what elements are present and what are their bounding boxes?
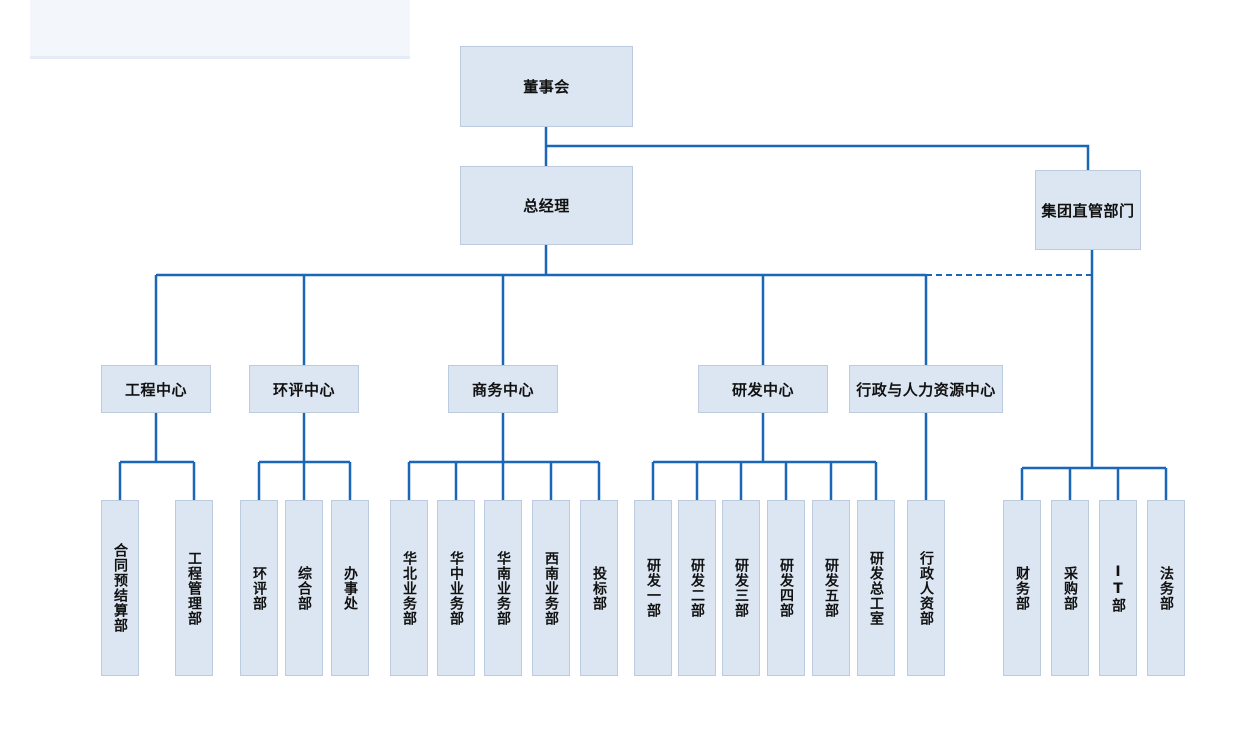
node-north-china-dept-label: 华北业务部 <box>401 550 417 626</box>
connector-eng <box>118 413 196 500</box>
node-biz-center: 商务中心 <box>448 365 558 413</box>
node-eia-center-label: 环评中心 <box>272 380 335 399</box>
node-office-label: 办事处 <box>342 565 358 611</box>
node-central-china-dept: 华中业务部 <box>437 500 475 676</box>
node-finance-dept: 财务部 <box>1003 500 1041 676</box>
node-admin-hr-dept: 行政人资部 <box>907 500 945 676</box>
node-general-dept-label: 综合部 <box>296 565 312 611</box>
node-admin-hr-center: 行政与人力资源中心 <box>849 365 1003 413</box>
node-southwest-dept: 西南业务部 <box>532 500 570 676</box>
node-general-manager: 总经理 <box>460 166 633 245</box>
connector-group-depts <box>1020 468 1168 500</box>
connector-board-group <box>546 144 1090 170</box>
connector-eia <box>257 413 352 500</box>
connector-to-centers <box>154 275 928 365</box>
node-rd3-dept-label: 研发三部 <box>733 558 749 618</box>
node-legal-dept-label: 法务部 <box>1158 565 1174 611</box>
node-contract-budget-dept-label: 合同预结算部 <box>112 543 128 633</box>
node-south-china-dept-label: 华南业务部 <box>495 550 511 626</box>
node-legal-dept: 法务部 <box>1147 500 1185 676</box>
node-eng-center-label: 工程中心 <box>124 380 187 399</box>
node-purchasing-dept: 采购部 <box>1051 500 1089 676</box>
node-eng-mgmt-dept-label: 工程管理部 <box>186 550 202 626</box>
node-rd-chief-eng-office-label: 研发总工室 <box>868 550 884 626</box>
header-banner <box>30 0 410 59</box>
node-purchasing-dept-label: 采购部 <box>1062 565 1078 611</box>
node-board: 董事会 <box>460 46 633 127</box>
node-eng-mgmt-dept: 工程管理部 <box>175 500 213 676</box>
node-general-manager-label: 总经理 <box>523 197 570 215</box>
connector-biz <box>407 413 601 500</box>
node-contract-budget-dept: 合同预结算部 <box>101 500 139 676</box>
node-rd5-dept: 研发五部 <box>812 500 850 676</box>
node-bidding-dept-label: 投标部 <box>591 565 607 611</box>
node-north-china-dept: 华北业务部 <box>390 500 428 676</box>
node-admin-hr-dept-label: 行政人资部 <box>918 550 934 626</box>
node-south-china-dept: 华南业务部 <box>484 500 522 676</box>
connector-group-bus <box>1022 250 1166 470</box>
node-rd-center-label: 研发中心 <box>731 380 794 399</box>
node-rd4-dept-label: 研发四部 <box>778 558 794 618</box>
node-office: 办事处 <box>331 500 369 676</box>
node-group-direct-depts: 集团直管部门 <box>1035 170 1141 250</box>
node-it-dept-label: IT部 <box>1110 563 1126 613</box>
node-rd5-dept-label: 研发五部 <box>823 558 839 618</box>
node-finance-dept-label: 财务部 <box>1014 565 1030 611</box>
node-rd2-dept-label: 研发二部 <box>689 558 705 618</box>
node-rd1-dept: 研发一部 <box>634 500 672 676</box>
node-eia-center: 环评中心 <box>249 365 359 413</box>
node-rd2-dept: 研发二部 <box>678 500 716 676</box>
node-bidding-dept: 投标部 <box>580 500 618 676</box>
connector-rd <box>651 413 878 500</box>
node-rd3-dept: 研发三部 <box>722 500 760 676</box>
node-biz-center-label: 商务中心 <box>471 380 534 399</box>
node-eng-center: 工程中心 <box>101 365 211 413</box>
node-board-label: 董事会 <box>523 78 570 96</box>
node-southwest-dept-label: 西南业务部 <box>543 550 559 626</box>
node-rd4-dept: 研发四部 <box>767 500 805 676</box>
node-eia-dept: 环评部 <box>240 500 278 676</box>
node-rd1-dept-label: 研发一部 <box>645 558 661 618</box>
node-rd-center: 研发中心 <box>698 365 828 413</box>
node-central-china-dept-label: 华中业务部 <box>448 550 464 626</box>
node-admin-hr-center-label: 行政与人力资源中心 <box>856 380 996 399</box>
connector-gm-bus <box>156 245 926 277</box>
node-it-dept: IT部 <box>1099 500 1137 676</box>
node-group-direct-depts-label: 集团直管部门 <box>1041 201 1135 220</box>
node-general-dept: 综合部 <box>285 500 323 676</box>
node-rd-chief-eng-office: 研发总工室 <box>857 500 895 676</box>
node-eia-dept-label: 环评部 <box>251 565 267 611</box>
